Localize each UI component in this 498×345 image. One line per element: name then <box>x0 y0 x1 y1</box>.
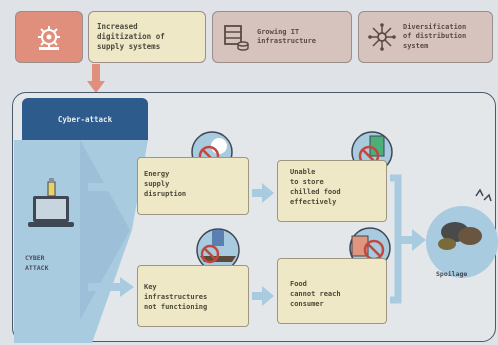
digitization-box: Increased digitization of supply systems <box>88 11 206 63</box>
server-database-icon <box>224 25 249 51</box>
gear-network-icon <box>38 26 60 50</box>
unable-line4: effectively <box>290 198 337 207</box>
food-line1: Food <box>290 280 307 288</box>
food-line3: consumer <box>290 300 324 309</box>
infrastructure-blocked-icon <box>196 228 240 272</box>
distribution-line1: Diversification <box>403 22 467 31</box>
energy-line2: supply <box>144 180 170 189</box>
unable-line3: chilled food <box>290 188 341 197</box>
unable-line2: to store <box>290 178 324 187</box>
arrow-to-energy <box>88 177 134 197</box>
connector-bracket <box>390 174 402 304</box>
digitization-line1: Increased <box>97 21 138 31</box>
digitization-line2: digitization of <box>97 31 165 41</box>
distribution-box: Diversification of distribution system <box>358 11 493 63</box>
arrow-to-key <box>88 277 134 297</box>
laptop-usb-icon <box>28 178 74 227</box>
unable-to-store-box: Unable to store chilled food effectively <box>277 160 387 222</box>
spoilage-label: Spoilage <box>436 270 468 278</box>
network-hub-icon <box>368 23 396 51</box>
digitization-line3: supply systems <box>97 42 161 52</box>
arrow-to-unable <box>252 183 274 203</box>
energy-disruption-box: Energy supply disruption <box>137 157 249 215</box>
distribution-line2: of distribution <box>403 32 467 41</box>
cyber-attack-header: Cyber-attack <box>22 98 148 140</box>
key-line2: infrastructures <box>144 293 208 302</box>
digitization-icon-box <box>15 11 83 63</box>
key-line3: not functioning <box>144 303 208 312</box>
key-line1: Key <box>144 283 157 291</box>
it-infrastructure-line1: Growing IT <box>257 27 300 36</box>
it-infrastructure-box: Growing IT infrastructure <box>212 11 352 63</box>
spoiled-food-icon <box>426 188 498 278</box>
cyber-label-line1: CYBER <box>25 254 45 262</box>
arrow-to-food <box>252 286 274 306</box>
cyber-attack-label: CYBER ATTACK <box>25 253 89 274</box>
arrow-to-spoilage <box>398 229 426 251</box>
distribution-line3: system <box>403 41 429 50</box>
food-cannot-reach-box: Food cannot reach consumer <box>277 258 387 324</box>
food-line2: cannot reach <box>290 290 341 299</box>
unable-line1: Unable <box>290 168 316 176</box>
down-arrow <box>87 64 105 93</box>
key-infrastructure-box: Key infrastructures not functioning <box>137 265 249 327</box>
energy-line1: Energy <box>144 170 170 178</box>
energy-line3: disruption <box>144 190 187 199</box>
cyber-label-line2: ATTACK <box>25 264 49 273</box>
it-infrastructure-line2: infrastructure <box>257 37 317 45</box>
